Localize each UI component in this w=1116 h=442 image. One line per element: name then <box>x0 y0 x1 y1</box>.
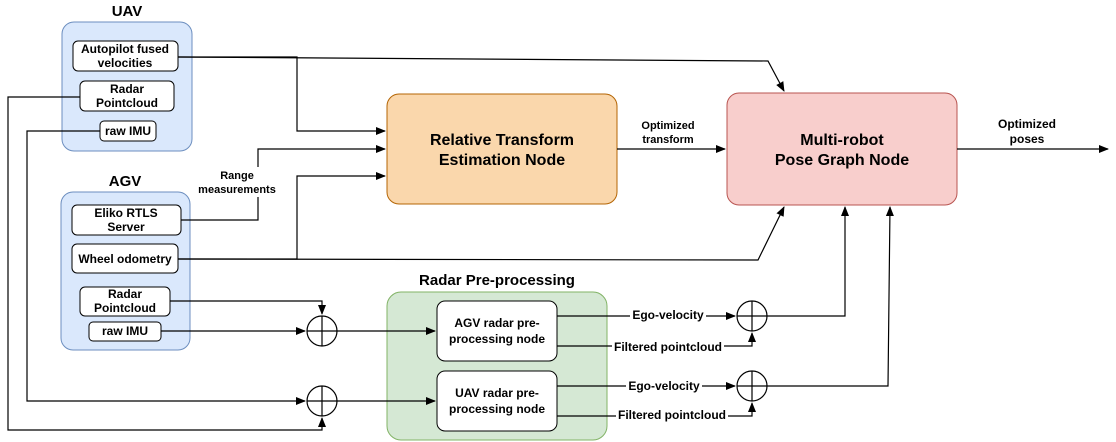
uav-radar-label-2: Pointcloud <box>96 96 158 110</box>
uav-imu-label: raw IMU <box>105 124 151 138</box>
uav-filtered-label: Filtered pointcloud <box>618 408 726 422</box>
agv-radar-label-2: Pointcloud <box>94 301 156 315</box>
uav-radar-node-label-2: processing node <box>449 402 545 416</box>
edge-agv-out-junction-to-mrpg <box>767 206 849 317</box>
edge-autopilot-to-mrpg <box>177 56 785 92</box>
uav-ego-label-bg <box>626 379 702 393</box>
uav-sum-junction <box>306 385 338 417</box>
agv-group-label: AGV <box>109 173 142 190</box>
uav-radar-node-label-1: UAV radar pre- <box>455 386 539 400</box>
agv-radar-preprocessing-node <box>436 300 558 362</box>
range-label-2: measurements <box>198 184 276 196</box>
agv-imu-label: raw IMU <box>102 324 148 338</box>
radar-preprocessing-group-label: Radar Pre-processing <box>419 272 575 289</box>
uav-group-label: UAV <box>112 3 143 20</box>
range-label-bg <box>196 167 278 197</box>
agv-sum-junction <box>306 315 338 347</box>
agv-wheel-label: Wheel odometry <box>78 252 172 266</box>
opt-transform-label-1: Optimized <box>641 120 694 132</box>
uav-radar-label-1: Radar <box>110 82 144 96</box>
agv-ego-label-bg <box>630 308 706 322</box>
opt-poses-label-1: Optimized <box>998 117 1056 131</box>
rte-label-1: Relative Transform <box>430 132 574 149</box>
edge-uav-out-junction-to-mrpg <box>767 206 894 387</box>
uav-filtered-label-bg <box>616 408 728 422</box>
opt-transform-label-2: transform <box>642 134 694 146</box>
mrpg-label-1: Multi-robot <box>800 132 884 149</box>
agv-eliko-label-2: Server <box>107 220 145 234</box>
uav-ego-velocity-label: Ego-velocity <box>628 379 700 393</box>
agv-radar-label-1: Radar <box>108 287 142 301</box>
range-label-1: Range <box>220 170 254 182</box>
edge-wheel-to-mrpg <box>177 206 785 261</box>
uav-radar-preprocessing-node <box>436 370 558 432</box>
uav-autopilot-label-1: Autopilot fused <box>81 42 169 56</box>
agv-filtered-label: Filtered pointcloud <box>614 340 722 354</box>
opt-poses-label-2: poses <box>1010 132 1045 146</box>
mrpg-label-2: Pose Graph Node <box>775 152 909 169</box>
agv-radar-node-label-1: AGV radar pre- <box>454 316 539 330</box>
agv-eliko-label-1: Eliko RTLS <box>94 206 157 220</box>
multi-robot-pose-graph-node <box>726 92 958 206</box>
rte-label-2: Estimation Node <box>439 152 565 169</box>
agv-output-sum-junction <box>736 300 768 332</box>
agv-radar-node-label-2: processing node <box>449 332 545 346</box>
uav-output-sum-junction <box>736 370 768 402</box>
uav-autopilot-node <box>72 40 179 72</box>
edge-autopilot-to-rte <box>178 56 386 135</box>
edge-agv-radar-to-junction <box>170 300 326 315</box>
edge-uav-radar-to-junction <box>7 96 326 431</box>
agv-filtered-label-bg <box>612 340 724 354</box>
relative-transform-node <box>386 93 618 205</box>
uav-autopilot-label-2: velocities <box>98 56 153 70</box>
edge-uav-imu-to-junction <box>26 130 306 405</box>
uav-radar-pointcloud-node <box>79 80 175 112</box>
agv-ego-velocity-label: Ego-velocity <box>632 308 704 322</box>
